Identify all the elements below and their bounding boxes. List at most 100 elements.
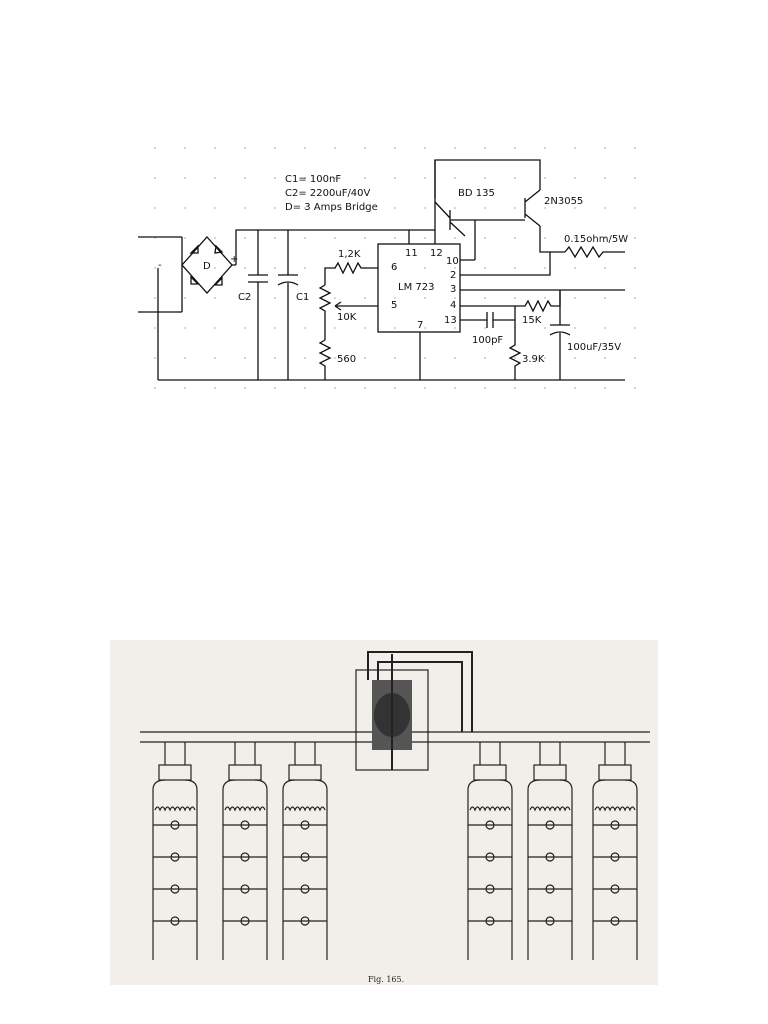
grid-dot (304, 387, 306, 389)
right-circuits (467, 742, 638, 960)
grid-dot (424, 357, 426, 359)
grid-dot (214, 147, 216, 149)
grid-dot (394, 267, 396, 269)
grid-dot (634, 147, 636, 149)
grid-dot (274, 327, 276, 329)
grid-dot (484, 297, 486, 299)
grid-dot (274, 357, 276, 359)
grid-dot (274, 387, 276, 389)
grid-dot (634, 237, 636, 239)
pin-5: 5 (391, 300, 397, 311)
grid-dot (154, 297, 156, 299)
grid-dot (604, 387, 606, 389)
pin-2: 2 (450, 270, 456, 281)
capacitor-c2: C2 (238, 230, 268, 380)
grid-dot (454, 267, 456, 269)
grid-dot (394, 297, 396, 299)
grid-dot (514, 387, 516, 389)
grid-dot (454, 297, 456, 299)
grid-dot (364, 207, 366, 209)
grid-dot (244, 207, 246, 209)
grid-dot (604, 177, 606, 179)
grid-dot (364, 327, 366, 329)
capacitor-100uf: 100uF/35V (549, 290, 621, 380)
branch-circuit (467, 742, 513, 960)
grid-dot (304, 237, 306, 239)
grid-dot (184, 387, 186, 389)
grid-dot (154, 357, 156, 359)
pot-label: 10K (337, 312, 357, 323)
grid-dot (424, 237, 426, 239)
grid-dot (544, 147, 546, 149)
grid-dot (304, 267, 306, 269)
grid-dot (424, 387, 426, 389)
grid-dot (244, 357, 246, 359)
grid-dot (214, 357, 216, 359)
grid-dot (574, 177, 576, 179)
grid-dot (304, 327, 306, 329)
grid-dot (394, 237, 396, 239)
grid-dot (274, 267, 276, 269)
grid-dot (484, 207, 486, 209)
grid-dot (214, 267, 216, 269)
grid-dot (604, 357, 606, 359)
grid-dot (274, 207, 276, 209)
grid-dot (574, 237, 576, 239)
grid-dot (454, 327, 456, 329)
grid-dot (214, 387, 216, 389)
ic-lm723: LM 723 11 12 10 2 3 4 13 7 6 5 (377, 230, 515, 380)
grid-dot (604, 267, 606, 269)
grid-dot (454, 357, 456, 359)
grid-dot (364, 177, 366, 179)
grid-dot (604, 207, 606, 209)
grid-dot (154, 207, 156, 209)
grid-dot (454, 237, 456, 239)
grid-dot (364, 387, 366, 389)
transistor-2n3055: 2N3055 (474, 189, 583, 260)
grid-dot (454, 147, 456, 149)
pin-4: 4 (450, 300, 456, 311)
grid-dot (394, 357, 396, 359)
grid-dot (484, 237, 486, 239)
grid-dot (424, 297, 426, 299)
grid-dot (634, 387, 636, 389)
grid-dot (274, 297, 276, 299)
grid-dot (154, 387, 156, 389)
c1-label: C1 (296, 292, 309, 303)
bridge-label: D (203, 261, 211, 272)
grid-dot (184, 147, 186, 149)
grid-dot (604, 297, 606, 299)
pin-7: 7 (417, 320, 423, 331)
r560-label: 560 (337, 354, 356, 365)
grid-dot (184, 297, 186, 299)
branch-circuit (152, 742, 198, 960)
grid-dot (484, 327, 486, 329)
grid-dot (244, 297, 246, 299)
pin-6: 6 (391, 262, 397, 273)
grid-dot (574, 297, 576, 299)
grid-dot (574, 387, 576, 389)
grid-dot (484, 387, 486, 389)
2n3055-label: 2N3055 (544, 196, 583, 207)
grid-dot (574, 267, 576, 269)
grid-dot (514, 357, 516, 359)
grid-dot (544, 327, 546, 329)
grid-dot (304, 297, 306, 299)
grid-dot (424, 147, 426, 149)
grid-dot (634, 327, 636, 329)
grid-dot (334, 237, 336, 239)
grid-dot (334, 147, 336, 149)
grid-dot (634, 357, 636, 359)
grid-dot (544, 237, 546, 239)
grid-dot (514, 207, 516, 209)
grid-dot (394, 147, 396, 149)
grid-dot (634, 267, 636, 269)
grid-dot (364, 237, 366, 239)
r3k9-label: 3.9K (522, 354, 545, 365)
dynamo-machine (345, 654, 440, 771)
grid-dot (394, 327, 396, 329)
dynamo-loop (367, 651, 473, 732)
sense-resistor-label: 0.15ohm/5W (564, 234, 628, 245)
bridge-plus: + (230, 254, 238, 265)
grid-dot (424, 327, 426, 329)
